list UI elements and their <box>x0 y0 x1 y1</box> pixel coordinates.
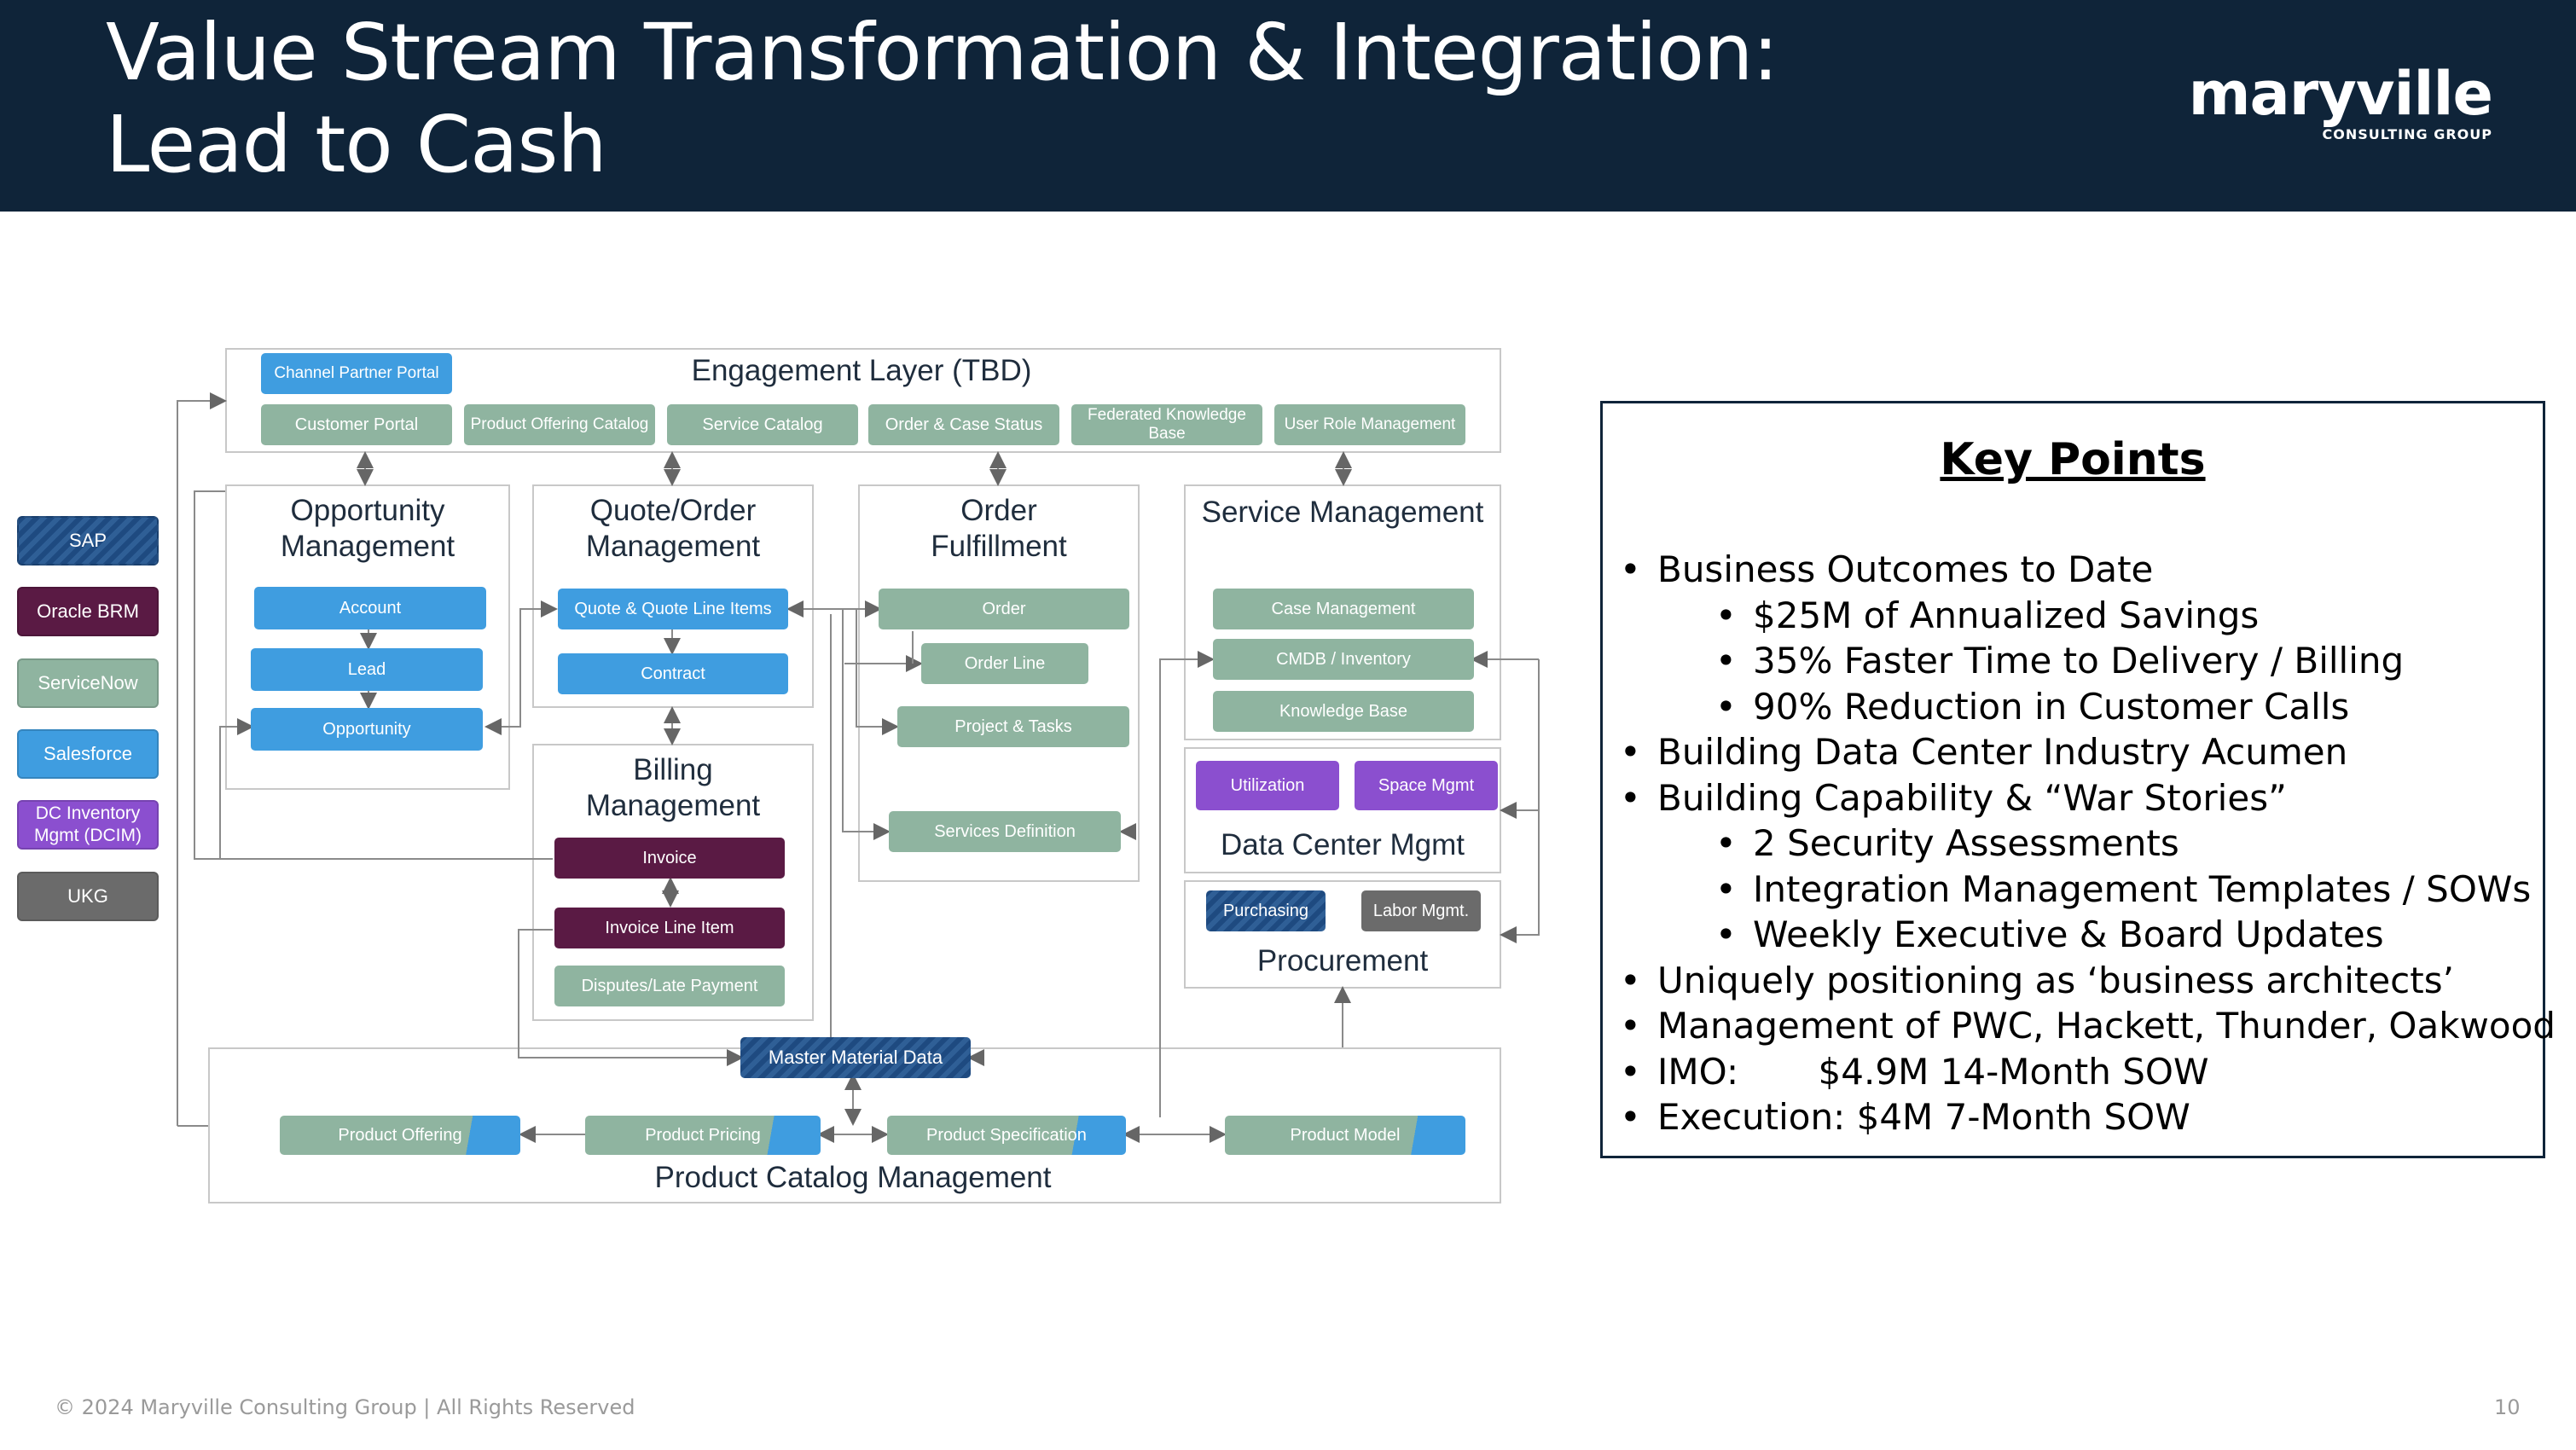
project-tasks-node: Project & Tasks <box>897 706 1129 747</box>
title-line-2: Lead to Cash <box>106 99 607 190</box>
service-management-title: Service Management <box>1201 496 1484 529</box>
legend-servicenow: ServiceNow <box>17 658 159 708</box>
key-point-text: $25M of Annualized Savings <box>1753 594 2260 636</box>
cmdb-inventory-node: CMDB / Inventory <box>1213 639 1474 680</box>
labor-mgmt-node: Labor Mgmt. <box>1361 890 1481 931</box>
knowledge-base-node: Knowledge Base <box>1213 691 1474 732</box>
quote-order-title-line2: Management <box>585 530 761 563</box>
slide-header: Value Stream Transformation & Integratio… <box>0 0 2576 212</box>
invoice-node: Invoice <box>554 838 785 879</box>
key-point-text: Management of PWC, Hackett, Thunder, Oak… <box>1657 1005 2556 1047</box>
key-point-bullet: • <box>1620 1096 1641 1138</box>
purchasing-node: Purchasing <box>1206 890 1326 931</box>
legend-sap: SAP <box>17 516 159 566</box>
title-line-1: Value Stream Transformation & Integratio… <box>106 7 1778 98</box>
key-point-text: Weekly Executive & Board Updates <box>1753 914 2384 955</box>
key-point-bullet: • <box>1620 731 1641 773</box>
customer-portal-node: Customer Portal <box>261 404 452 445</box>
key-point-text: Building Data Center Industry Acumen <box>1657 731 2348 773</box>
product-catalog-title: Product Catalog Management <box>654 1161 1052 1194</box>
key-point-bullet: • <box>1715 822 1737 864</box>
space-mgmt-node: Space Mgmt <box>1355 761 1498 810</box>
slide-title: Value Stream Transformation & Integratio… <box>106 7 1778 191</box>
key-point-text: Building Capability & “War Stories” <box>1657 776 2287 819</box>
key-point-bullet: • <box>1715 867 1737 910</box>
order-node: Order <box>879 589 1129 629</box>
data-center-title: Data Center Mgmt <box>1221 828 1465 861</box>
product-model-node: Product Model <box>1225 1116 1465 1155</box>
key-point-bullet: • <box>1715 640 1737 682</box>
product-pricing-node: Product Pricing <box>585 1116 821 1155</box>
key-point-bullet: • <box>1715 594 1737 636</box>
product-offering-catalog-node: Product Offering Catalog <box>464 404 655 445</box>
logo-wordmark: maryville <box>2188 59 2493 129</box>
services-definition-node: Services Definition <box>889 811 1121 852</box>
key-point-text: Business Outcomes to Date <box>1657 548 2154 590</box>
opportunity-title: Opportunity Management <box>225 493 510 565</box>
key-point-text: IMO: $4.9M 14-Month SOW <box>1657 1050 2209 1093</box>
legend-oracle-brm: Oracle BRM <box>17 587 159 636</box>
footer-copyright: © 2024 Maryville Consulting Group | All … <box>55 1395 635 1419</box>
key-point-bullet: • <box>1620 1005 1641 1047</box>
order-fulfillment-title-line2: Fulfillment <box>931 530 1067 563</box>
legend-ukg: UKG <box>17 872 159 921</box>
opportunity-title-line2: Management <box>280 530 455 563</box>
invoice-line-item-node: Invoice Line Item <box>554 908 785 948</box>
key-point-bullet: • <box>1620 959 1641 1001</box>
logo-subtitle: CONSULTING GROUP <box>2322 126 2492 142</box>
billing-title-line2: Management <box>585 789 761 822</box>
case-management-node: Case Management <box>1213 589 1474 629</box>
order-fulfillment-title: Order Fulfillment <box>858 493 1140 565</box>
opportunity-title-line1: Opportunity <box>290 494 445 527</box>
legend-dcim: DC Inventory Mgmt (DCIM) <box>17 800 159 850</box>
billing-title-line1: Billing <box>633 753 713 786</box>
order-fulfillment-title-line1: Order <box>960 494 1037 527</box>
key-point-bullet: • <box>1715 914 1737 955</box>
quote-order-title-line1: Quote/Order <box>589 494 757 527</box>
page-number: 10 <box>2494 1395 2521 1419</box>
federated-knowledge-base-node: Federated Knowledge Base <box>1071 404 1262 445</box>
opportunity-node: Opportunity <box>251 708 483 751</box>
key-point-text: 2 Security Assessments <box>1753 822 2179 864</box>
key-point-text: 90% Reduction in Customer Calls <box>1753 685 2350 728</box>
quote-order-title: Quote/Order Management <box>532 493 814 565</box>
user-role-management-node: User Role Management <box>1274 404 1465 445</box>
procurement-title: Procurement <box>1256 944 1429 977</box>
quote-line-items-node: Quote & Quote Line Items <box>558 589 788 629</box>
engagement-layer-title: Engagement Layer (TBD) <box>691 354 1032 387</box>
contract-node: Contract <box>558 653 788 694</box>
maryville-logo: maryville CONSULTING GROUP <box>2175 59 2493 154</box>
key-point-text: 35% Faster Time to Delivery / Billing <box>1753 640 2405 682</box>
key-point-text: Execution: $4M 7-Month SOW <box>1657 1096 2190 1138</box>
utilization-node: Utilization <box>1196 761 1339 810</box>
master-material-data-node: Master Material Data <box>740 1037 971 1078</box>
billing-title: Billing Management <box>532 752 814 824</box>
key-point-text: Uniquely positioning as ‘business archit… <box>1657 959 2454 1001</box>
disputes-late-payment-node: Disputes/Late Payment <box>554 966 785 1006</box>
product-offering-node: Product Offering <box>280 1116 520 1155</box>
legend-salesforce: Salesforce <box>17 729 159 779</box>
lead-node: Lead <box>251 648 483 691</box>
key-point-text: Integration Management Templates / SOWs <box>1753 867 2532 910</box>
key-point-bullet: • <box>1620 548 1641 590</box>
key-point-bullet: • <box>1620 1050 1641 1093</box>
key-points-panel: Key Points •Business Outcomes to Date•$2… <box>1600 401 2556 1158</box>
order-case-status-node: Order & Case Status <box>868 404 1059 445</box>
account-node: Account <box>254 587 486 629</box>
product-specification-node: Product Specification <box>887 1116 1126 1155</box>
order-line-node: Order Line <box>921 643 1088 684</box>
channel-partner-portal-node: Channel Partner Portal <box>261 353 452 394</box>
service-catalog-node: Service Catalog <box>667 404 858 445</box>
key-points-title: Key Points <box>1940 434 2206 485</box>
key-point-bullet: • <box>1620 776 1641 819</box>
key-point-bullet: • <box>1715 685 1737 728</box>
